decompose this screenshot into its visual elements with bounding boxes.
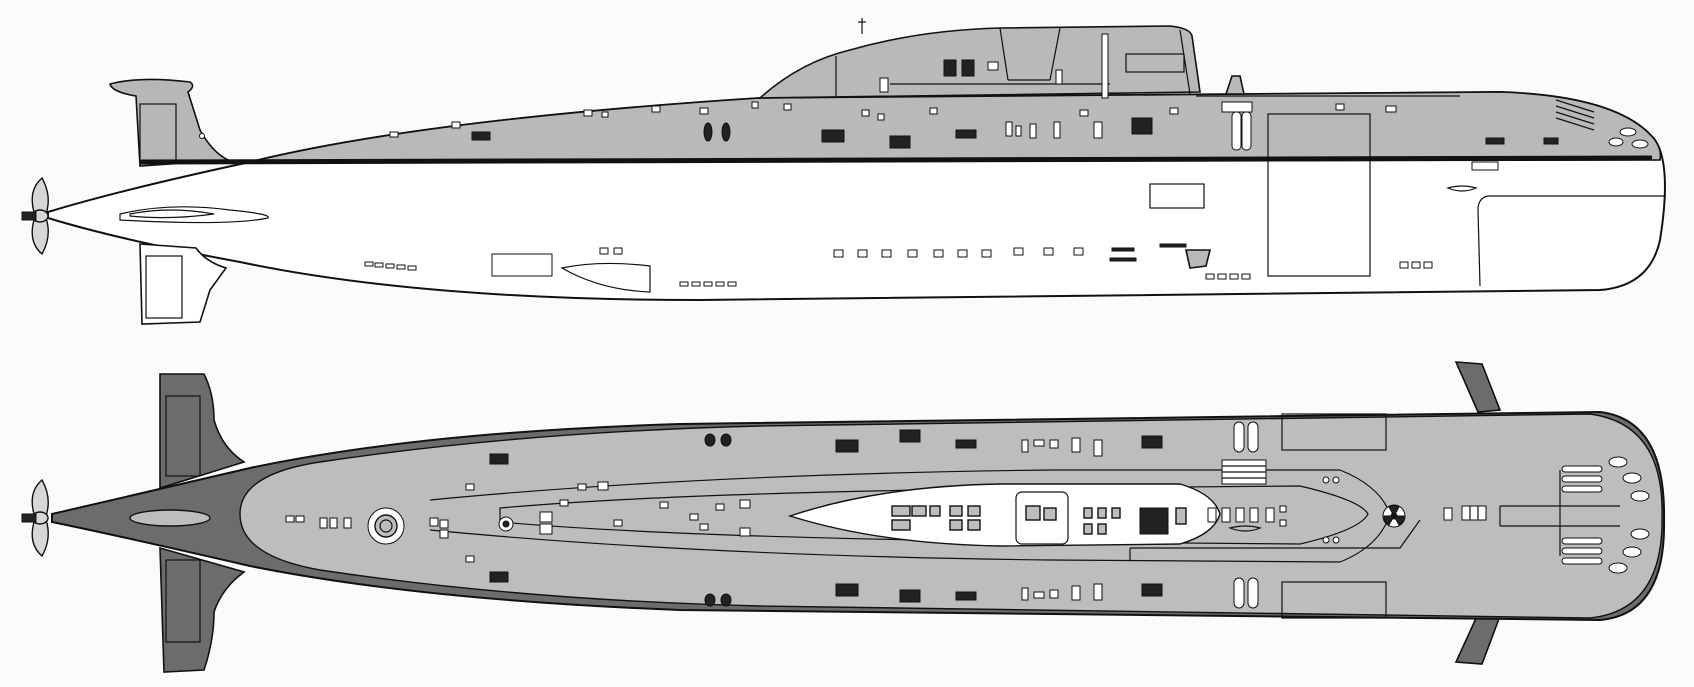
deck-hatch-1 [1221,101,1253,113]
fore-plane-upper [1454,361,1502,413]
bow-fitting [1471,161,1499,171]
stern-fin-upper [159,373,246,490]
stern-center-fairing [129,509,211,527]
side-panel-mid [1149,183,1205,209]
sail-vent-2 [961,59,975,77]
stern-fin-lower [159,546,246,673]
inner-seam-lower [429,513,1391,563]
top-deck-details-fwd [835,413,1620,619]
sail-seam-4 [1179,29,1191,95]
side-deck-band [249,91,1662,163]
reactor-sector-3 [1383,515,1395,526]
top-plan-view [21,361,1666,673]
top-deck-details-aft [285,433,751,607]
upper-rudder [109,78,231,167]
side-panel-large [1267,113,1371,277]
side-stern-plane [119,206,269,224]
bow-vents [1555,99,1649,149]
aft-hatch [374,514,398,538]
sail-hatch-inner-1 [1025,505,1041,521]
side-waterline [139,155,1653,165]
sail-hatch-square [1015,491,1069,545]
bow-seam-2 [1477,195,1489,287]
fore-plane-lower [1454,613,1502,665]
sail-seam-3 [1049,27,1061,81]
side-stern-plane-inner [129,209,215,219]
lower-rudder-panel [145,255,183,319]
sail-hatch-1 [879,77,889,93]
lower-rudder [139,243,228,325]
reactor-sector-1 [1388,505,1400,518]
torpedo-tube-1 [1231,111,1242,151]
inner-seam-upper [429,469,1391,515]
torpedo-tube-2 [1241,111,1252,151]
stern-fin-lower-panel [165,559,201,643]
sail-hatch-2 [1055,69,1063,85]
rudder-pin [199,133,205,139]
side-profile-view [21,18,1666,325]
sail-seam-2 [999,27,1009,81]
bow-sonar [1446,185,1478,192]
inner-casing [499,485,1369,545]
top-propeller [21,478,49,558]
side-deck-details [389,101,1559,149]
bow-vents-top [1561,456,1650,574]
reactor-sector-2 [1393,515,1405,526]
aft-hatch-center [379,519,393,533]
sail-top-details [891,505,1187,535]
sail-vent-1 [943,59,957,77]
sail-window [987,61,999,71]
side-lower-details [364,243,1433,293]
sail-mast-housing [1139,507,1169,535]
snorkel-mast [1101,33,1109,99]
sail-hatch-inner-2 [1043,507,1057,521]
stern-fin-upper-panel [165,395,201,477]
side-propeller [21,176,49,256]
aft-deck-fitting [1224,75,1245,95]
side-sail [757,25,1201,99]
sail-panel [1125,53,1185,73]
